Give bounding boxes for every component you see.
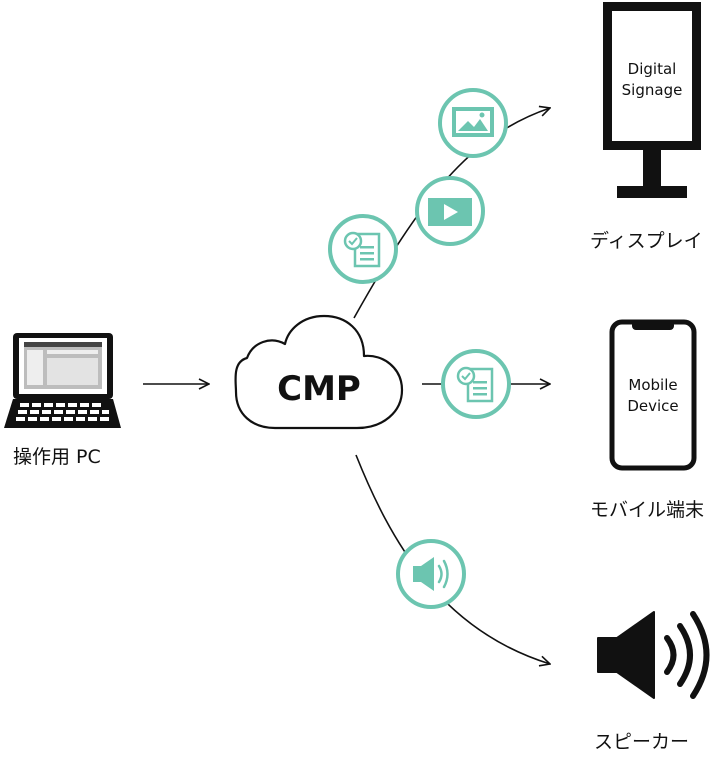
laptop-icon bbox=[4, 333, 121, 428]
mobile-screen-line-1: Mobile bbox=[628, 376, 677, 394]
document-content-icon-signage bbox=[328, 214, 398, 284]
video-content-icon bbox=[415, 176, 485, 246]
signage-screen-line-1: Digital bbox=[628, 60, 677, 78]
cloud-label: CMP bbox=[277, 369, 361, 409]
speaker-label: スピーカー bbox=[594, 731, 690, 753]
mobile-screen-line-2: Device bbox=[627, 397, 678, 415]
document-content-icon-mobile bbox=[441, 349, 511, 419]
signage-label: ディスプレイ bbox=[590, 230, 703, 252]
audio-content-icon bbox=[396, 539, 466, 609]
laptop-label: 操作用 PC bbox=[13, 446, 101, 468]
cloud-icon: CMP bbox=[234, 314, 404, 430]
image-content-icon bbox=[438, 88, 508, 158]
speaker-icon bbox=[597, 611, 710, 699]
digital-signage-icon: Digital Signage bbox=[603, 2, 701, 198]
signage-screen-line-2: Signage bbox=[622, 81, 683, 99]
mobile-device-icon: Mobile Device bbox=[609, 319, 697, 471]
mobile-label: モバイル端末 bbox=[590, 499, 705, 521]
